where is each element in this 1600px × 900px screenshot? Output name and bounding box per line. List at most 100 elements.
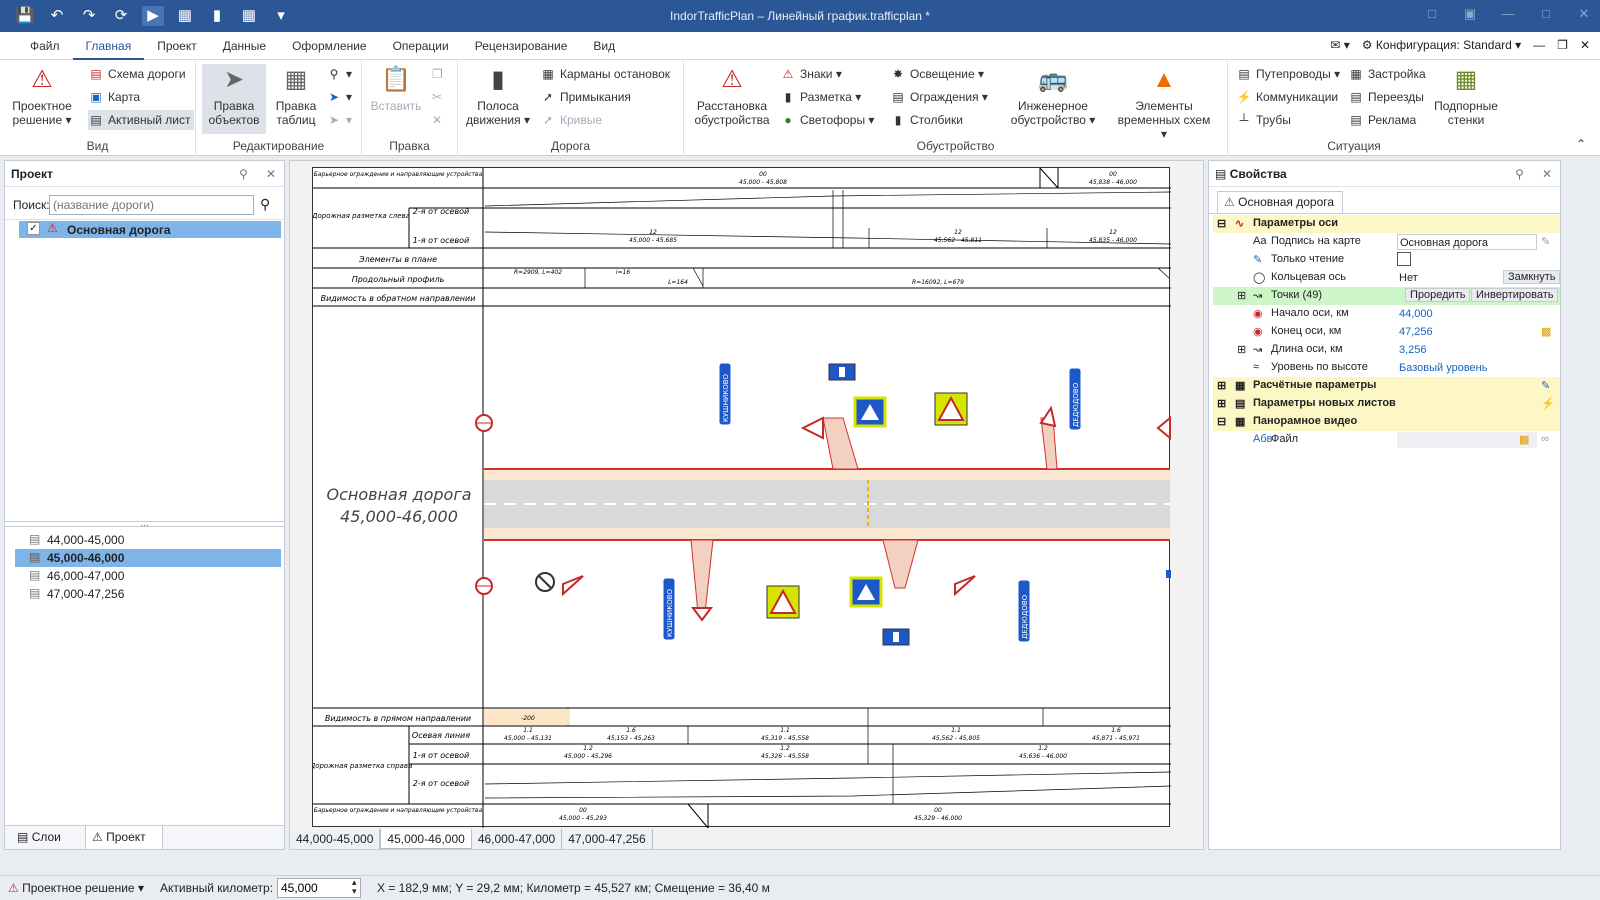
sign-dedyudovo-bottom[interactable]: ДЕДЮДОВО: [1017, 579, 1031, 643]
mail-icon[interactable]: ✉ ▾: [1330, 38, 1350, 52]
edit-tables-button[interactable]: ▦ Правка таблиц: [275, 66, 317, 127]
qat-dropdown-icon[interactable]: ▾: [277, 7, 285, 24]
road-scheme-button[interactable]: ▤Схема дороги: [88, 64, 185, 84]
tab-project[interactable]: ⚠ Проект: [85, 826, 163, 850]
sign-children-2[interactable]: [766, 585, 800, 619]
sign-kushnikovo-top[interactable]: КУШНИКОВО: [718, 362, 732, 426]
tab-3[interactable]: Данные: [222, 39, 267, 53]
advertising-button[interactable]: ▤Реклама: [1348, 110, 1416, 130]
paste-button[interactable]: 📋 Вставить: [370, 66, 422, 113]
close-ring-button[interactable]: Замкнуть: [1503, 270, 1561, 284]
ribbon-collapse-icon[interactable]: ⌃: [1576, 137, 1587, 151]
configuration-button[interactable]: ⚙ Конфигурация: Standard ▾: [1361, 38, 1522, 52]
rotate-tool-icon[interactable]: ➤▾: [328, 113, 353, 127]
fences-button[interactable]: ▤Ограждения ▾: [890, 87, 988, 107]
caption-edit-icon[interactable]: ✎: [1541, 236, 1551, 248]
sign-dedyudovo-top[interactable]: ДЕДЮДОВО: [1068, 367, 1082, 431]
sign-crosswalk-2[interactable]: [849, 576, 883, 608]
sheet-list-item[interactable]: ▤44,000-45,000: [29, 532, 125, 547]
sign-children-1[interactable]: [934, 392, 968, 426]
project-solution-status[interactable]: ⚠ Проектное решение ▾: [8, 881, 144, 895]
fullscreen-icon[interactable]: ▣: [1463, 6, 1477, 21]
layout-icon[interactable]: ▦: [177, 7, 193, 24]
file-value[interactable]: [1397, 432, 1537, 448]
refresh-icon[interactable]: ⟳: [114, 7, 128, 24]
equipment-placement-button[interactable]: ⚠ Расстановка обустройства: [694, 66, 770, 127]
save-icon[interactable]: 💾: [15, 7, 35, 24]
signs-button[interactable]: ⚠Знаки ▾: [780, 64, 842, 84]
pipes-button[interactable]: ┴Трубы: [1236, 110, 1291, 130]
thin-points-button[interactable]: Проредить: [1405, 288, 1471, 302]
drawing-canvas[interactable]: Барьерное ограждение и направляющие устр…: [289, 160, 1204, 850]
splitter[interactable]: ...: [5, 519, 284, 529]
tab-1[interactable]: Главная: [72, 32, 145, 60]
restore-icon[interactable]: □: [1428, 6, 1436, 21]
tab-0[interactable]: Файл: [30, 39, 60, 53]
project-solution-button[interactable]: ⚠ Проектное решение ▾: [12, 66, 72, 127]
tab-6[interactable]: Рецензирование: [474, 39, 568, 53]
km-marker-bottom[interactable]: [475, 577, 493, 595]
section-calc[interactable]: ⊞ ▦ Расчётные параметры ✎: [1213, 377, 1560, 395]
traffic-lane-button[interactable]: ▮ Полоса движения ▾: [466, 66, 530, 127]
invert-points-button[interactable]: Инвертировать: [1471, 288, 1559, 302]
km-spinner-icon[interactable]: ▴▾: [352, 877, 357, 896]
panel-close-icon[interactable]: ✕: [1541, 167, 1552, 181]
move-tool-icon[interactable]: ➤▾: [328, 90, 353, 104]
sheet-list-item[interactable]: ▤46,000-47,000: [29, 568, 125, 583]
binoculars-icon[interactable]: ⚲: [260, 196, 271, 212]
engineering-equipment-button[interactable]: 🚌 Инженерное обустройство ▾: [1010, 66, 1096, 127]
calc-edit-icon[interactable]: ✎: [1541, 380, 1551, 392]
section-newsheets[interactable]: ⊞ ▤ Параметры новых листов ⚡: [1213, 395, 1560, 413]
sign-no-stopping[interactable]: [535, 572, 555, 592]
sign-kushnikovo-bottom[interactable]: КУШНИКОВО: [662, 577, 676, 641]
curves-button[interactable]: ➚Кривые: [540, 110, 602, 130]
buildings-button[interactable]: ▦Застройка: [1348, 64, 1425, 84]
traffic-lights-button[interactable]: ●Светофоры ▾: [780, 110, 874, 130]
redo-icon[interactable]: ↷: [82, 7, 96, 24]
ribbon-close-icon[interactable]: ✕: [1579, 38, 1590, 52]
active-sheet-button[interactable]: ▤Активный лист: [88, 110, 195, 130]
km-marker-top[interactable]: [475, 414, 493, 432]
section-panorama[interactable]: ⊟ ▦ Панорамное видео: [1213, 413, 1560, 431]
maximize-icon[interactable]: □: [1542, 6, 1550, 21]
copy-icon[interactable]: ❐: [432, 67, 443, 81]
tab-layers[interactable]: ▤ Слои: [17, 830, 61, 844]
table-icon[interactable]: ▦: [241, 7, 257, 24]
marking-button[interactable]: ▮Разметка ▾: [780, 87, 862, 107]
folder-icon[interactable]: ▩: [1519, 434, 1530, 446]
map-button[interactable]: ▣Карта: [88, 87, 140, 107]
object-tab[interactable]: ⚠ Основная дорога: [1217, 191, 1344, 213]
lock-icon[interactable]: ▩: [1541, 326, 1552, 338]
caption-value[interactable]: Основная дорога: [1397, 234, 1537, 250]
active-km-input[interactable]: [277, 878, 361, 898]
crossings-button[interactable]: ▤Переезды: [1348, 87, 1424, 107]
minimize-icon[interactable]: —: [1501, 6, 1515, 21]
search-input[interactable]: [49, 195, 254, 215]
delete-icon[interactable]: ✕: [432, 113, 443, 127]
sheet-list-item[interactable]: ▤45,000-46,000: [15, 549, 281, 567]
sign-crosswalk-1[interactable]: [853, 396, 887, 428]
sign-warning-triangles[interactable]: [562, 405, 1171, 622]
sign-info-2[interactable]: [882, 628, 910, 646]
section-axis[interactable]: ⊟ ∿ Параметры оси: [1213, 215, 1560, 233]
overpasses-button[interactable]: ▤Путепроводы ▾: [1236, 64, 1340, 84]
junctions-button[interactable]: ➚Примыкания: [540, 87, 631, 107]
page-icon[interactable]: ▮: [212, 7, 222, 24]
ribbon-restore-icon[interactable]: ❐: [1557, 38, 1568, 52]
expand-points-icon[interactable]: ⊞: [1237, 290, 1247, 302]
sign-info-1[interactable]: [828, 363, 856, 381]
edit-objects-button[interactable]: ➤ Правка объектов: [202, 64, 266, 134]
cut-icon[interactable]: ✂: [432, 90, 443, 104]
posts-button[interactable]: ▮Столбики: [890, 110, 963, 130]
tab-2[interactable]: Проект: [157, 39, 197, 53]
communications-button[interactable]: ⚡Коммуникации: [1236, 87, 1339, 107]
temporary-schemes-button[interactable]: ▲ Элементы временных схем ▾: [1117, 66, 1211, 141]
close-window-icon[interactable]: ✕: [1578, 6, 1590, 21]
bus-stops-button[interactable]: ▦Карманы остановок: [540, 64, 670, 84]
zoom-tool-icon[interactable]: ⚲▾: [329, 67, 353, 81]
link-icon[interactable]: ∞: [1541, 433, 1549, 445]
pin-icon[interactable]: ⚲: [239, 167, 248, 181]
tab-5[interactable]: Операции: [392, 39, 449, 53]
sheet-tab[interactable]: 45,000-46,000: [380, 829, 472, 849]
sheet-list-item[interactable]: ▤47,000-47,256: [29, 586, 125, 601]
